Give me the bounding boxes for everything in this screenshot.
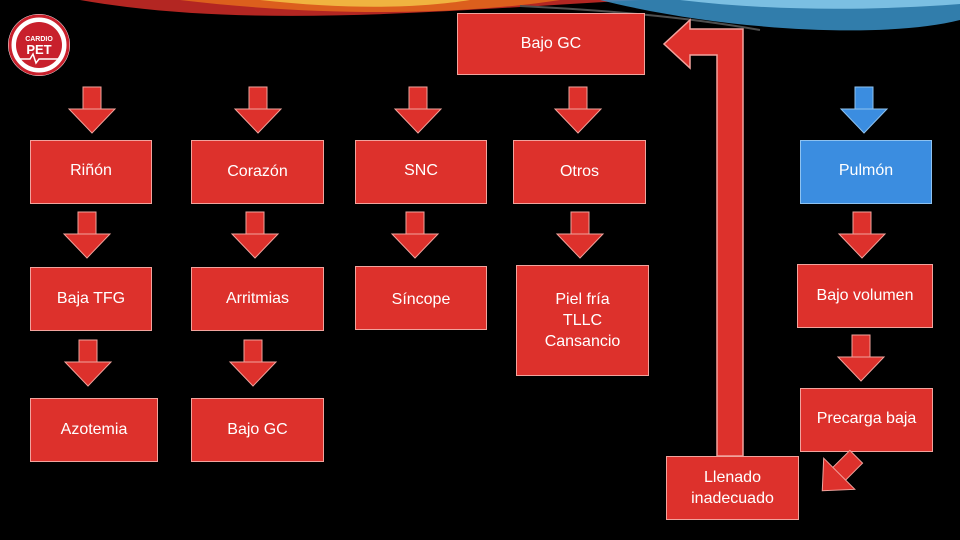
llenado-box: Llenado inadecuado [666,456,799,520]
corazon-box: Corazón [191,140,324,204]
arrow-to-precarga [837,334,885,382]
bajo-volumen-box: Bajo volumen [797,264,933,328]
snc-label: SNC [404,162,438,179]
arrow-to-bajo-gc [229,339,277,387]
cardiopet-logo: CARDIO PET [8,14,70,76]
rinon-box: Riñón [30,140,152,204]
arrow-to-otros [554,86,602,134]
otros-label: Otros [559,163,600,180]
bajo-gc-box: Bajo GC [191,398,324,462]
llenado-label: Llenado inadecuado [691,469,774,507]
baja-tfg-label: Baja TFG [56,290,126,307]
header-banner [0,0,960,70]
corazon-label: Corazón [227,163,288,180]
precarga-box: Precarga baja [800,388,933,452]
arrow-to-rinon [68,86,116,134]
sincope-box: Síncope [355,266,487,330]
azotemia-box: Azotemia [30,398,158,462]
arrow-to-llenado [821,449,864,492]
piel-box: Piel fría TLLC Cansancio [516,265,649,376]
arritmias-label: Arritmias [225,290,290,307]
arrow-to-snc [394,86,442,134]
arritmias-box: Arritmias [191,267,324,331]
snc-box: SNC [355,140,487,204]
arrow-to-pulmon [840,86,888,134]
top-bajo-gc-label: Bajo GC [520,35,582,52]
otros-box: Otros [513,140,646,204]
pulmon-box: Pulmón [800,140,932,204]
arrow-to-piel [556,211,604,259]
arrow-to-baja-tfg [63,211,111,259]
sincope-label: Síncope [391,291,451,308]
banner-streaks [80,0,960,31]
arrow-to-arritmias [231,211,279,259]
precarga-label: Precarga baja [816,410,917,427]
top-bajo-gc-box: Bajo GC [457,13,645,75]
pulmon-label: Pulmón [838,162,894,179]
bajo-gc-label: Bajo GC [227,421,288,438]
logo-text-1: CARDIO [25,36,53,43]
bajo-volumen-label: Bajo volumen [816,287,914,304]
azotemia-label: Azotemia [60,421,128,438]
piel-label: Piel fría TLLC Cansancio [544,291,621,350]
arrow-to-corazon [234,86,282,134]
arrow-to-sincope [391,211,439,259]
return-arrow-to-bajo-gc [662,18,744,457]
baja-tfg-box: Baja TFG [30,267,152,331]
rinon-label: Riñón [70,162,112,179]
arrow-to-azotemia [64,339,112,387]
arrow-to-bajo-volumen [838,211,886,259]
